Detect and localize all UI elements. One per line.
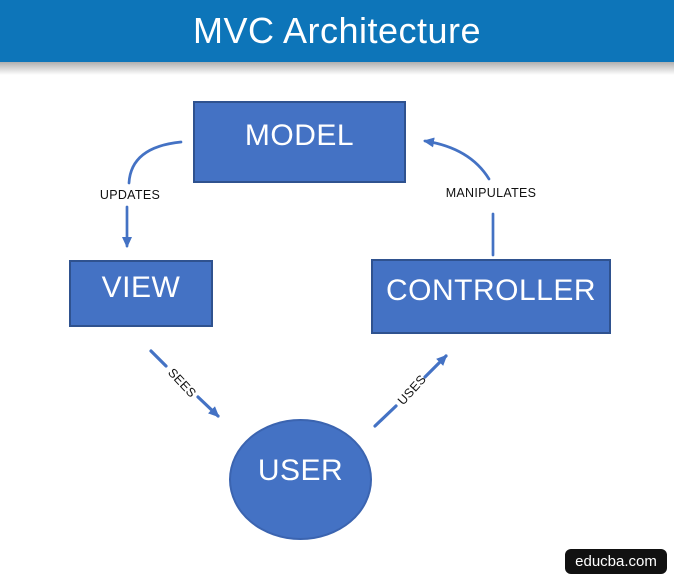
- page-title: MVC Architecture: [192, 10, 482, 51]
- educba-watermark: educba.com: [565, 549, 667, 574]
- model-node-label: MODEL: [244, 119, 355, 152]
- model-node: MODEL: [193, 101, 406, 183]
- updates-edge-label: UPDATES: [99, 188, 161, 202]
- view-node-label: VIEW: [101, 270, 181, 304]
- header-shadow: [0, 62, 674, 75]
- view-node: VIEW: [69, 260, 213, 327]
- user-node-label: USER: [257, 453, 344, 487]
- controller-node: CONTROLLER: [371, 259, 611, 334]
- manipulates-edge-label: MANIPULATES: [445, 186, 537, 200]
- educba-watermark-text: educba.com: [575, 553, 657, 570]
- controller-node-label: CONTROLLER: [385, 273, 597, 307]
- sees-edge-label: SEES: [165, 365, 199, 401]
- header-banner: MVC Architecture: [0, 0, 674, 62]
- user-node: USER: [229, 419, 372, 540]
- uses-edge-label: USES: [395, 372, 429, 408]
